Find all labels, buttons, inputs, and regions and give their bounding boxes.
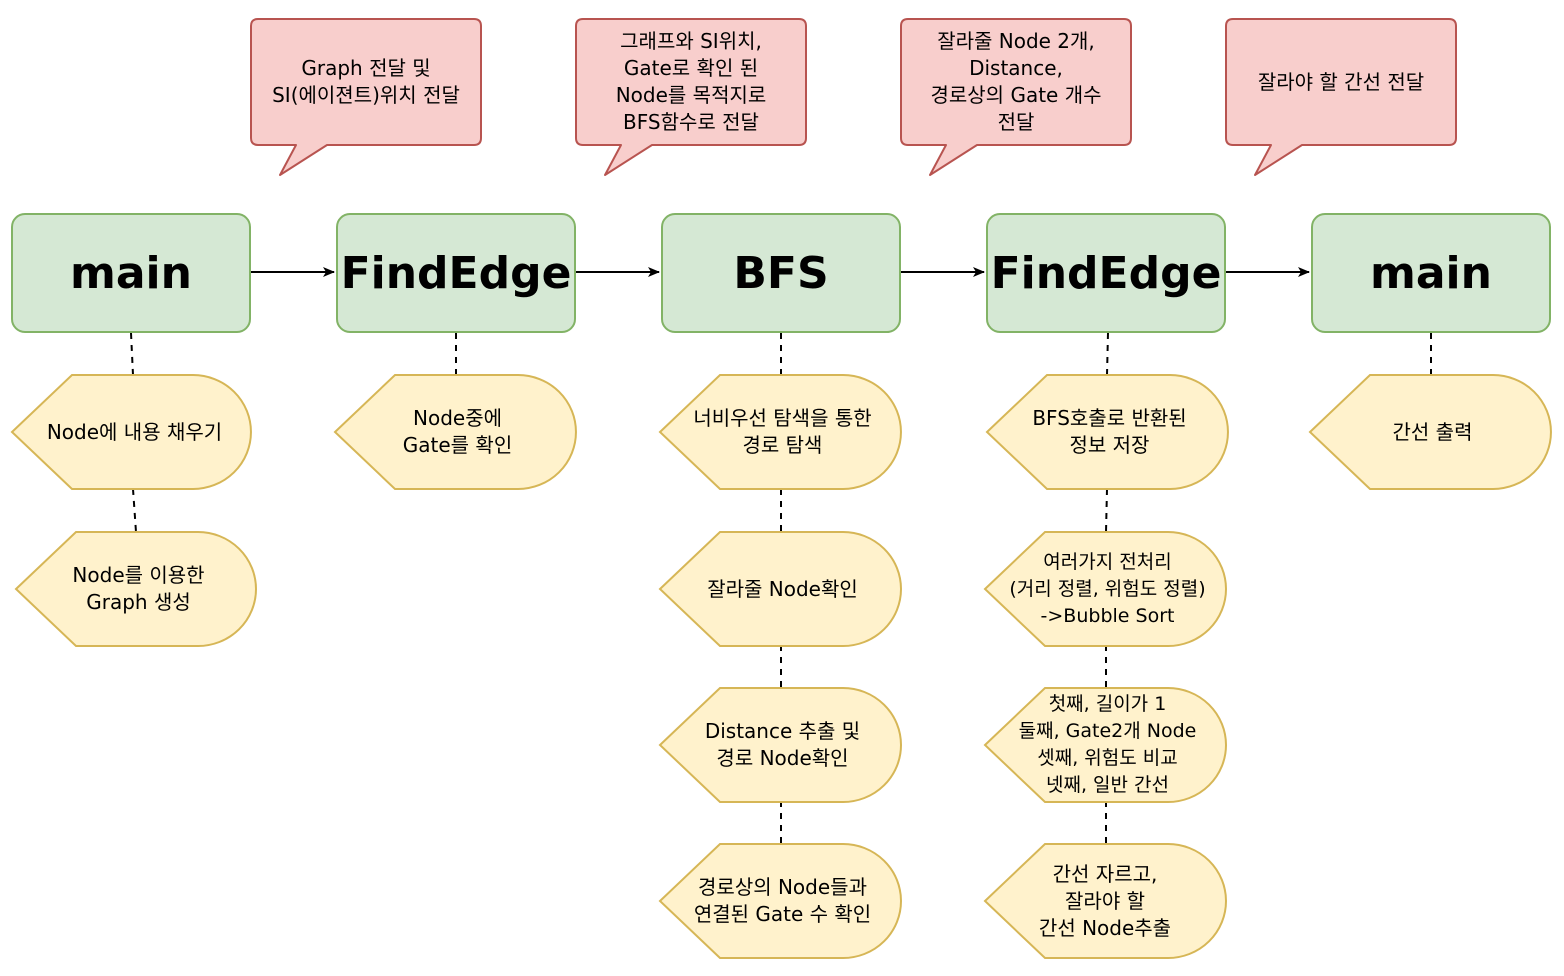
dashed-connector bbox=[130, 332, 134, 376]
note-shape bbox=[658, 687, 902, 803]
process-box-label: FindEdge bbox=[340, 247, 572, 299]
note-text: 첫째, 길이가 1 둘째, Gate2개 Node 셋째, 위험도 비교 넷째,… bbox=[1018, 693, 1197, 796]
note-shape bbox=[658, 374, 902, 490]
note-shape bbox=[658, 843, 902, 959]
note-shape bbox=[10, 374, 252, 490]
process-box-main: main bbox=[11, 213, 251, 333]
note-shape bbox=[14, 531, 257, 647]
note-text: 여러가지 전처리 (거리 정렬, 위험도 정렬) ->Bubble Sort bbox=[1009, 550, 1206, 627]
note-text: 간선 출력 bbox=[1392, 419, 1473, 444]
note-text: Node에 내용 채우기 bbox=[46, 419, 223, 444]
note-shape bbox=[983, 843, 1227, 959]
callout-bubble bbox=[250, 18, 482, 176]
process-box-label: FindEdge bbox=[990, 247, 1222, 299]
process-box-findedge: FindEdge bbox=[336, 213, 576, 333]
note-text: 잘라줄 Node확인 bbox=[707, 576, 858, 601]
dashed-connector bbox=[132, 488, 137, 533]
note-shape bbox=[983, 687, 1227, 803]
callout-text: 그래프와 SI위치, Gate로 확인 된 Node를 목적지로 BFS함수로 … bbox=[615, 29, 767, 134]
process-box-label: main bbox=[70, 247, 192, 299]
process-box-label: BFS bbox=[733, 247, 829, 299]
note-shape bbox=[1308, 374, 1552, 490]
callout-bubble bbox=[575, 18, 807, 176]
note-shape bbox=[333, 374, 577, 490]
note-text: 너비우선 탐색을 통한 경로 탐색 bbox=[693, 406, 872, 457]
note-text: Node를 이용한 Graph 생성 bbox=[72, 563, 205, 614]
callout-text: 잘라야 할 간선 전달 bbox=[1257, 69, 1425, 94]
note-shape bbox=[658, 531, 902, 647]
process-box-main: main bbox=[1311, 213, 1551, 333]
note-text: BFS호출로 반환된 정보 저장 bbox=[1032, 406, 1187, 457]
process-box-findedge: FindEdge bbox=[986, 213, 1226, 333]
process-box-label: main bbox=[1370, 247, 1492, 299]
note-text: Distance 추출 및 경로 Node확인 bbox=[704, 719, 861, 770]
callout-text: Graph 전달 및 SI(에이젼트)위치 전달 bbox=[272, 56, 460, 107]
note-text: 간선 자르고, 잘라야 할 간선 Node추출 bbox=[1038, 861, 1172, 940]
note-shape bbox=[985, 374, 1229, 490]
note-text: 경로상의 Node들과 연결된 Gate 수 확인 bbox=[693, 875, 872, 926]
dashed-connector bbox=[1106, 332, 1109, 376]
callout-bubble bbox=[1225, 18, 1457, 176]
dashed-connector bbox=[1105, 488, 1108, 533]
callout-text: 잘라줄 Node 2개, Distance, 경로상의 Gate 개수 전달 bbox=[930, 29, 1102, 134]
callout-bubble bbox=[900, 18, 1132, 176]
note-shape bbox=[983, 531, 1227, 647]
note-text: Node중에 Gate를 확인 bbox=[402, 406, 513, 457]
process-box-bfs: BFS bbox=[661, 213, 901, 333]
